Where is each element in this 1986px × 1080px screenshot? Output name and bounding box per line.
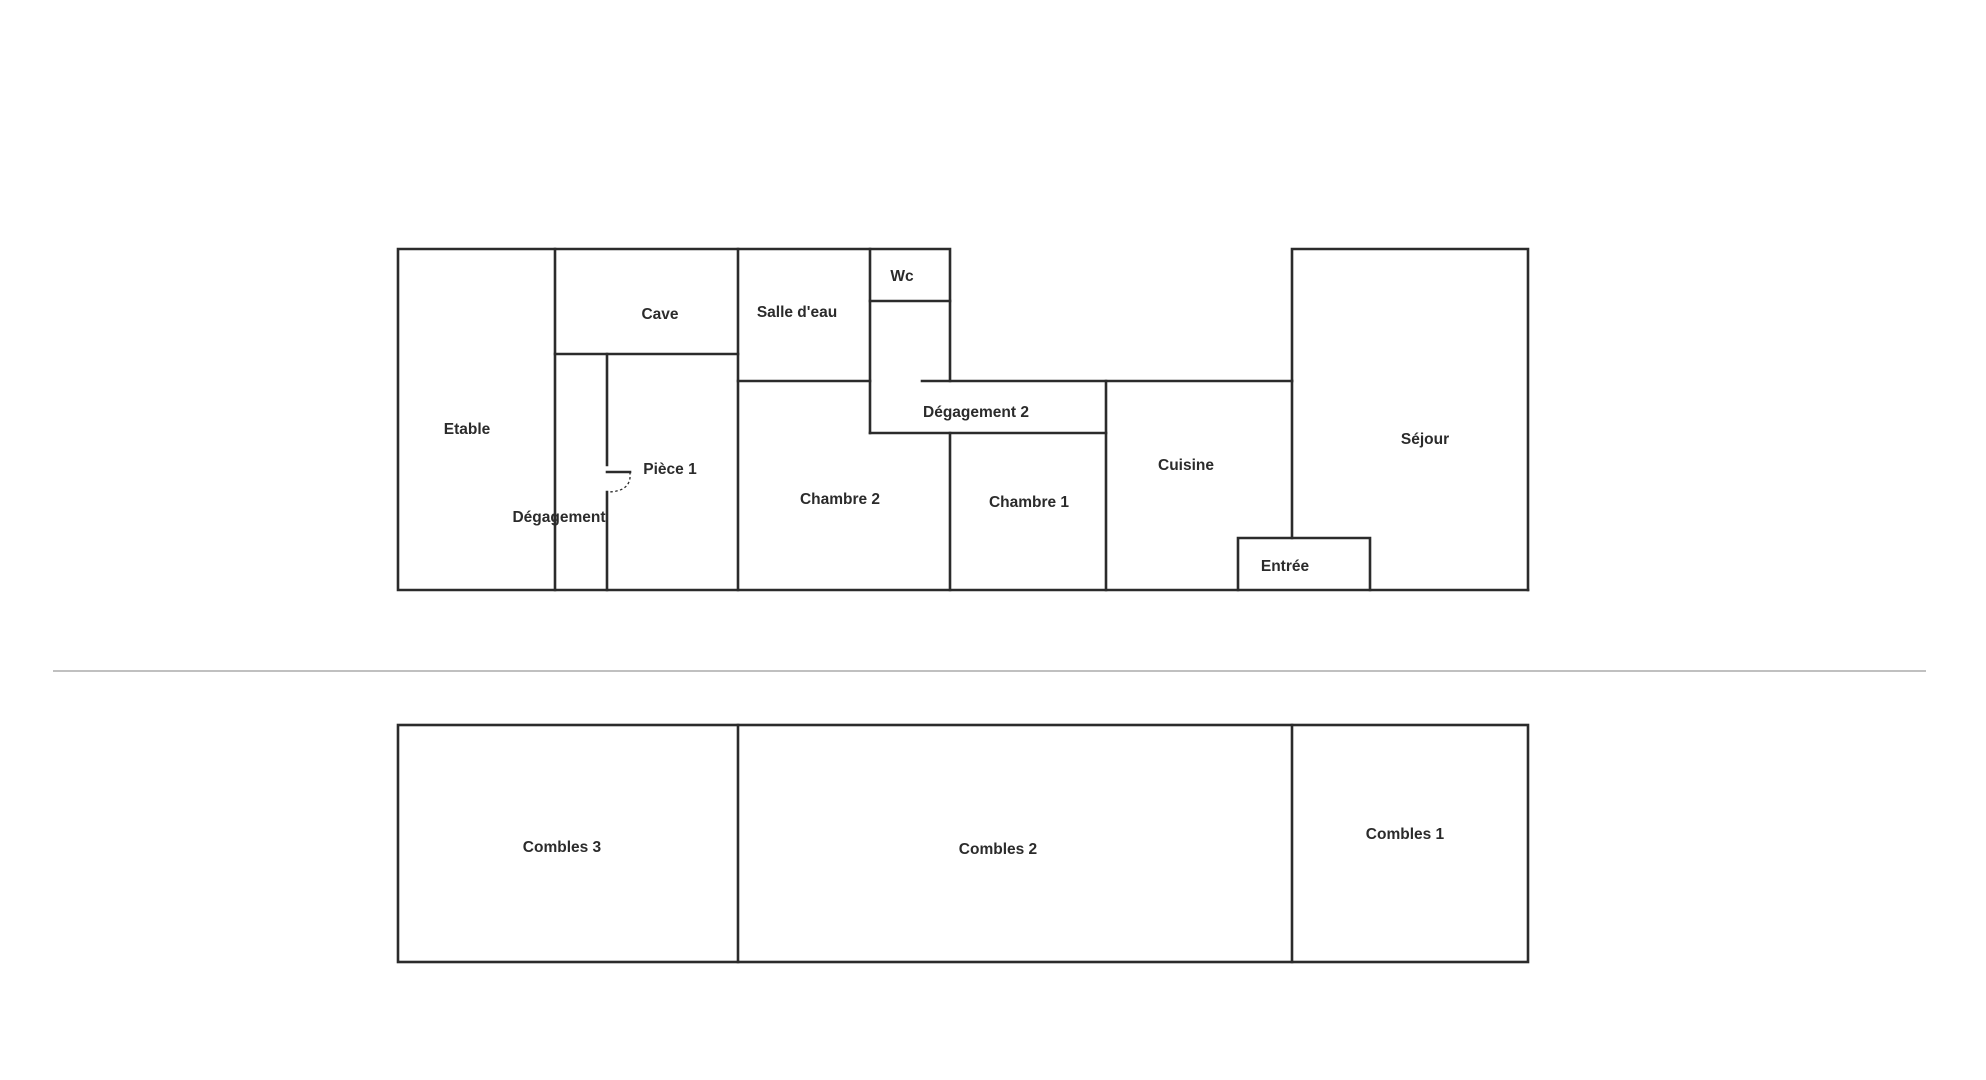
room-label-combles-1: Combles 1: [1366, 826, 1445, 843]
room-label-degagement-2: Dégagement 2: [923, 404, 1029, 421]
wall-outline-west-block: [396, 247, 1530, 592]
room-label-sejour: Séjour: [1401, 431, 1449, 448]
room-label-degagement: Dégagement: [512, 509, 605, 526]
room-label-etable: Etable: [444, 421, 491, 438]
room-label-piece-1: Pièce 1: [643, 461, 697, 478]
room-label-chambre-1: Chambre 1: [989, 494, 1069, 511]
room-label-wc: Wc: [890, 268, 914, 285]
wall-entree: [1236, 536, 1372, 592]
room-label-cuisine: Cuisine: [1158, 457, 1214, 474]
ground-floor-plan: Etable Cave Salle d'eau Wc Dégagement 2 …: [396, 247, 1530, 592]
door-swing: [606, 472, 631, 493]
room-label-combles-3: Combles 3: [523, 839, 602, 856]
wall-attic-outline: [396, 723, 1530, 964]
room-label-combles-2: Combles 2: [959, 841, 1037, 858]
room-label-salle-eau: Salle d'eau: [757, 304, 837, 321]
room-label-entree: Entrée: [1261, 558, 1310, 575]
attic-floor-plan: Combles 3 Combles 2 Combles 1: [396, 723, 1530, 964]
room-label-cave: Cave: [641, 306, 678, 323]
wall-outline-east-block: [1290, 247, 1530, 592]
room-label-chambre-2: Chambre 2: [800, 491, 880, 508]
